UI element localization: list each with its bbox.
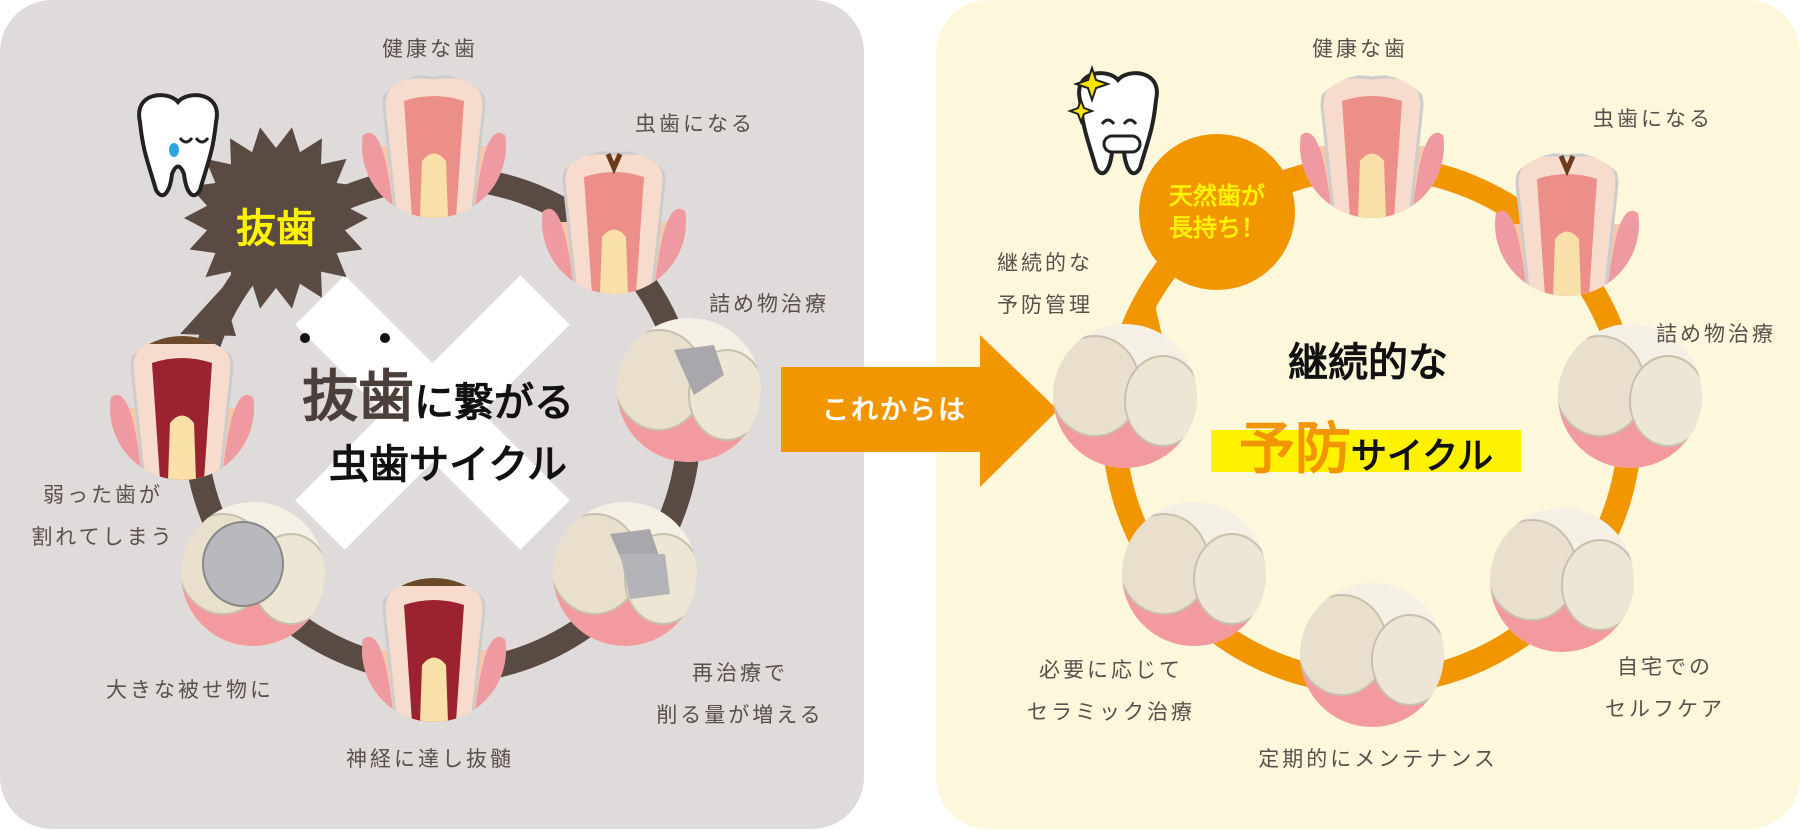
decay-step-label: 弱った歯が 割れてしまう [31, 483, 175, 549]
decay-step-label: 神経に達し抜髄 [346, 747, 514, 771]
decay-step-label: 健康な歯 [382, 37, 478, 61]
emphasis-dot [380, 333, 390, 343]
title-emphasis-prevention: 予防 [1238, 417, 1351, 482]
sad-tooth-icon [137, 93, 219, 198]
prevention-step-label: 虫歯になる [1593, 107, 1713, 131]
title-emphasis-extraction: 抜歯 [302, 365, 414, 430]
prevention-step-illustration-5 [1300, 583, 1444, 727]
prevention-step-label: 継続的な 予防管理 [997, 251, 1093, 317]
prevention-cycle-title-line2: 予防サイクル [1239, 404, 1493, 485]
decay-cycle-title-line1: 抜歯に繋がる [302, 352, 574, 433]
cross-mark-icon [295, 275, 570, 550]
decay-step-label: 再治療で 削る量が増える [656, 661, 824, 727]
emphasis-dot [300, 333, 310, 343]
prevention-step-illustration-7 [1053, 324, 1197, 468]
prevention-step-label: 健康な歯 [1312, 37, 1408, 61]
prevention-step-label: 必要に応じて セラミック治療 [1027, 658, 1195, 724]
decay-step-illustration-4 [553, 502, 697, 646]
extraction-starburst [184, 127, 368, 309]
prevention-step-illustration-1 [1300, 75, 1444, 218]
happy-sparkling-tooth-icon [1067, 64, 1159, 176]
transition-arrow [781, 335, 1058, 487]
prevention-step-illustration-3 [1558, 324, 1702, 468]
prevention-step-illustration-6 [1122, 502, 1266, 646]
decay-step-illustration-2 [542, 151, 686, 294]
decay-step-label: 虫歯になる [635, 112, 755, 136]
prevention-step-label: 自宅での セルフケア [1605, 655, 1725, 721]
prevention-cycle-title-line1: 継続的な [1288, 340, 1448, 386]
title-rest: サイクル [1350, 436, 1494, 477]
decay-cycle-title-line2: 虫歯サイクル [329, 442, 567, 488]
natural-teeth-last-badge [1139, 134, 1295, 290]
extraction-burst-label: 抜歯 [236, 206, 316, 252]
prevention-step-illustration-4 [1490, 508, 1634, 652]
prevention-step-label: 詰め物治療 [1656, 322, 1776, 346]
cycle-arrowhead-icon [180, 288, 236, 336]
decay-step-label: 詰め物治療 [709, 292, 829, 316]
title-rest: に繋がる [414, 380, 574, 426]
decay-step-label: 大きな被せ物に [106, 678, 274, 702]
decay-step-illustration-6 [181, 502, 325, 646]
natural-teeth-last-badge-text: 天然歯が 長持ち！ [1169, 182, 1265, 242]
decay-step-illustration-7 [110, 336, 254, 480]
prevention-step-label: 定期的にメンテナンス [1258, 747, 1498, 771]
transition-arrow-label: これからは [822, 395, 967, 426]
decay-step-illustration-3 [617, 318, 761, 462]
decay-step-illustration-5 [362, 578, 506, 722]
prevention-title-highlight [1211, 430, 1521, 472]
decay-step-illustration-1 [362, 75, 506, 218]
prevention-step-illustration-2 [1495, 153, 1639, 296]
